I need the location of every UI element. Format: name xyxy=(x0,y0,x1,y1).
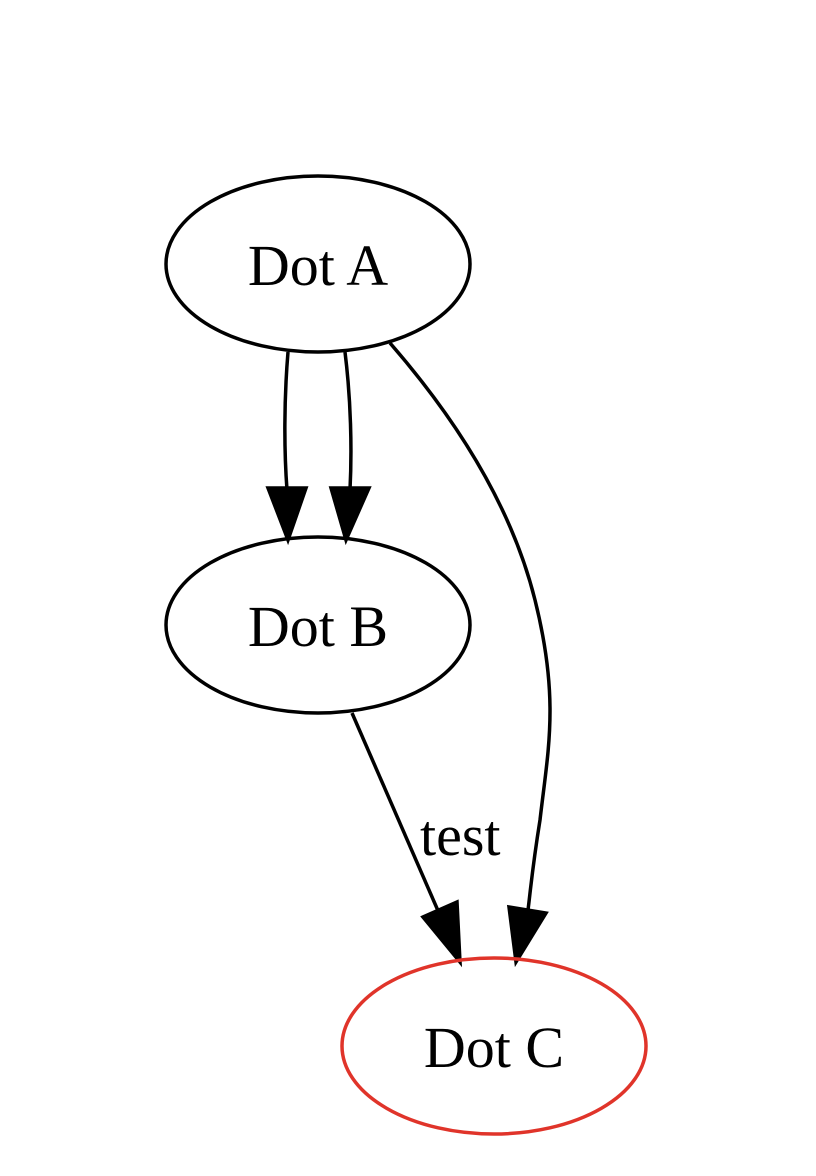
node-dot-a-label: Dot A xyxy=(248,233,388,298)
edge-a-to-c-arrowhead xyxy=(506,904,549,968)
edge-b-to-c-label: test xyxy=(420,803,501,868)
node-dot-b-label: Dot B xyxy=(248,594,388,659)
edge-b-to-c-line xyxy=(350,712,441,914)
edge-b-to-c-arrowhead xyxy=(420,899,463,968)
node-dot-b-ellipse xyxy=(164,535,472,715)
edge-a-to-b-1-arrowhead xyxy=(265,486,309,546)
node-dot-a-ellipse xyxy=(164,174,472,354)
node-dot-b: Dot B xyxy=(164,535,472,715)
edge-a-to-b-2 xyxy=(328,351,372,546)
edge-a-to-b-2-arrowhead xyxy=(328,486,372,546)
edge-a-to-b-1-line xyxy=(283,351,290,491)
node-dot-c: Dot C xyxy=(340,956,648,1136)
edge-a-to-c-line xyxy=(388,341,552,911)
node-dot-a: Dot A xyxy=(164,174,472,354)
edge-a-to-b-2-line xyxy=(343,351,353,491)
node-dot-c-label: Dot C xyxy=(424,1015,564,1080)
edge-a-to-c xyxy=(388,341,552,968)
node-dot-c-ellipse xyxy=(340,956,648,1136)
edge-a-to-b-1 xyxy=(265,351,309,546)
edge-b-to-c: test xyxy=(350,712,501,968)
